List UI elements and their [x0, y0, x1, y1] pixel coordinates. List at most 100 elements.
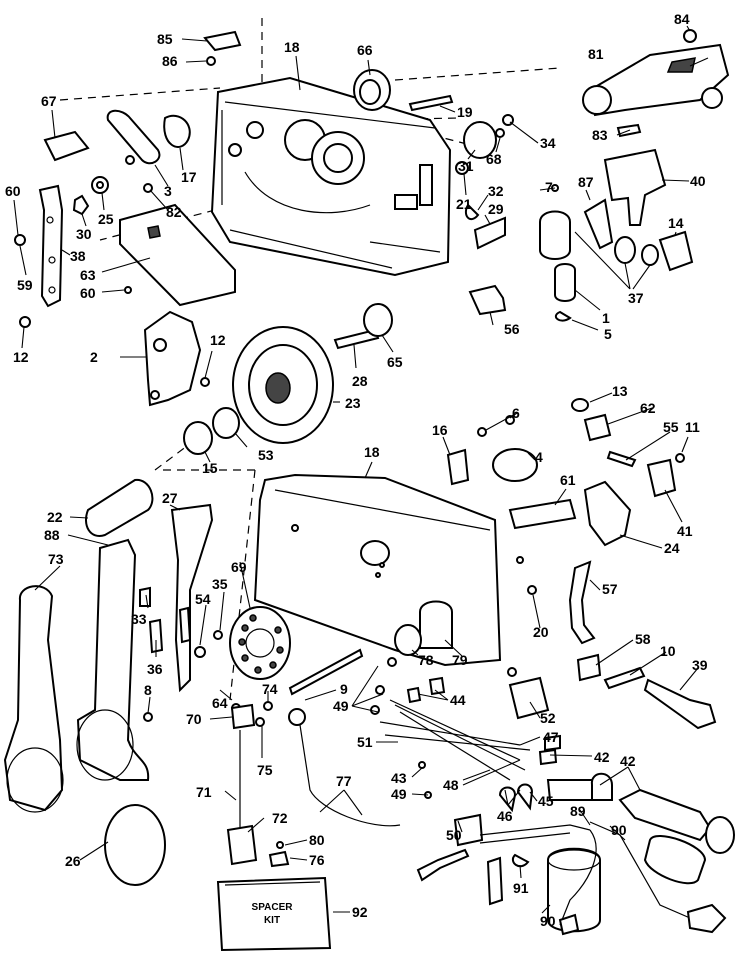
callout-22: 22: [47, 509, 63, 525]
parts-middle-left: [143, 303, 393, 455]
spacer-kit-line1: SPACER: [252, 902, 294, 913]
callout-23: 23: [345, 395, 361, 411]
callout-70: 70: [186, 711, 202, 727]
leader-lines: [13, 25, 709, 914]
callout-18-mid: 18: [364, 444, 380, 460]
callout-61: 61: [560, 472, 576, 488]
parts-bottom-right: [416, 653, 735, 936]
parts-middle-right: [446, 398, 685, 547]
callout-69: 69: [231, 559, 247, 575]
callout-49-top: 49: [333, 698, 349, 714]
callout-2: 2: [90, 349, 98, 365]
callout-52: 52: [540, 710, 556, 726]
callout-labels: 85 86 18 66 84 81 67 19 34 83 68 3 17 31…: [5, 11, 708, 929]
callout-72: 72: [272, 810, 288, 826]
callout-9: 9: [340, 681, 348, 697]
callout-31: 31: [458, 158, 474, 174]
callout-21: 21: [456, 196, 472, 212]
callout-47: 47: [543, 729, 559, 745]
callout-43: 43: [391, 770, 407, 786]
control-housing-lower: [253, 473, 524, 667]
callout-11: 11: [685, 419, 700, 435]
callout-10: 10: [660, 643, 676, 659]
callout-24: 24: [664, 540, 680, 556]
callout-3: 3: [164, 183, 172, 199]
parts-lower-center: [229, 560, 596, 680]
callout-55: 55: [663, 419, 679, 435]
callout-46: 46: [497, 808, 513, 824]
callout-33: 33: [131, 611, 147, 627]
callout-63: 63: [80, 267, 96, 283]
callout-87: 87: [578, 174, 594, 190]
parts-top-center: [353, 69, 514, 316]
callout-71: 71: [196, 784, 212, 800]
callout-42: 42: [594, 749, 610, 765]
callout-8: 8: [144, 682, 152, 698]
callout-92: 92: [352, 904, 368, 920]
callout-41: 41: [677, 523, 693, 539]
callout-91: 91: [513, 880, 529, 896]
callout-37: 37: [628, 290, 644, 306]
callout-59: 59: [17, 277, 33, 293]
callout-65: 65: [387, 354, 403, 370]
callout-78: 78: [418, 652, 434, 668]
callout-12-left: 12: [13, 349, 29, 365]
callout-86: 86: [162, 53, 178, 69]
callout-84: 84: [674, 11, 690, 27]
callout-64: 64: [212, 695, 228, 711]
callout-27: 27: [162, 490, 178, 506]
callout-85: 85: [157, 31, 173, 47]
callout-67: 67: [41, 93, 57, 109]
callout-44: 44: [450, 692, 466, 708]
callout-34: 34: [540, 135, 556, 151]
callout-53: 53: [258, 447, 274, 463]
callout-28: 28: [352, 373, 368, 389]
callout-80: 80: [309, 832, 325, 848]
callout-60-mid: 60: [80, 285, 96, 301]
callout-19: 19: [457, 104, 473, 120]
callout-13: 13: [612, 383, 628, 399]
callout-17: 17: [181, 169, 197, 185]
callout-4: 4: [535, 449, 543, 465]
callout-25: 25: [98, 211, 114, 227]
parts-top-right: [539, 29, 730, 322]
callout-51: 51: [357, 734, 373, 750]
callout-16: 16: [432, 422, 448, 438]
callout-18-top: 18: [284, 39, 300, 55]
callout-39: 39: [692, 657, 708, 673]
parts-wiring: [226, 648, 561, 868]
callout-50: 50: [446, 827, 462, 843]
callout-81: 81: [588, 46, 604, 62]
callout-57: 57: [602, 581, 618, 597]
callout-90-bottom: 90: [540, 913, 556, 929]
callout-26: 26: [65, 853, 81, 869]
callout-68: 68: [486, 151, 502, 167]
callout-82: 82: [166, 204, 182, 220]
spacer-kit-box: SPACER KIT: [216, 876, 332, 952]
parts-bottom-left: [3, 478, 241, 886]
callout-5: 5: [604, 326, 612, 342]
callout-35: 35: [212, 576, 228, 592]
callout-79: 79: [452, 652, 468, 668]
callout-1: 1: [602, 310, 610, 326]
callout-77: 77: [336, 773, 352, 789]
callout-90-right: 90: [611, 822, 627, 838]
callout-73: 73: [48, 551, 64, 567]
callout-12-mid: 12: [210, 332, 226, 348]
callout-7: 7: [545, 179, 553, 195]
callout-45: 45: [538, 793, 554, 809]
callout-75: 75: [257, 762, 273, 778]
callout-76: 76: [309, 852, 325, 868]
control-housing-upper: [210, 76, 452, 277]
callout-20: 20: [533, 624, 549, 640]
parts-top-left: [14, 30, 242, 328]
callout-48: 48: [443, 777, 459, 793]
callout-66: 66: [357, 42, 373, 58]
callout-56: 56: [504, 321, 520, 337]
callout-14: 14: [668, 215, 684, 231]
callout-74: 74: [262, 681, 278, 697]
callout-29: 29: [488, 201, 504, 217]
callout-62: 62: [640, 400, 656, 416]
callout-32: 32: [488, 183, 504, 199]
